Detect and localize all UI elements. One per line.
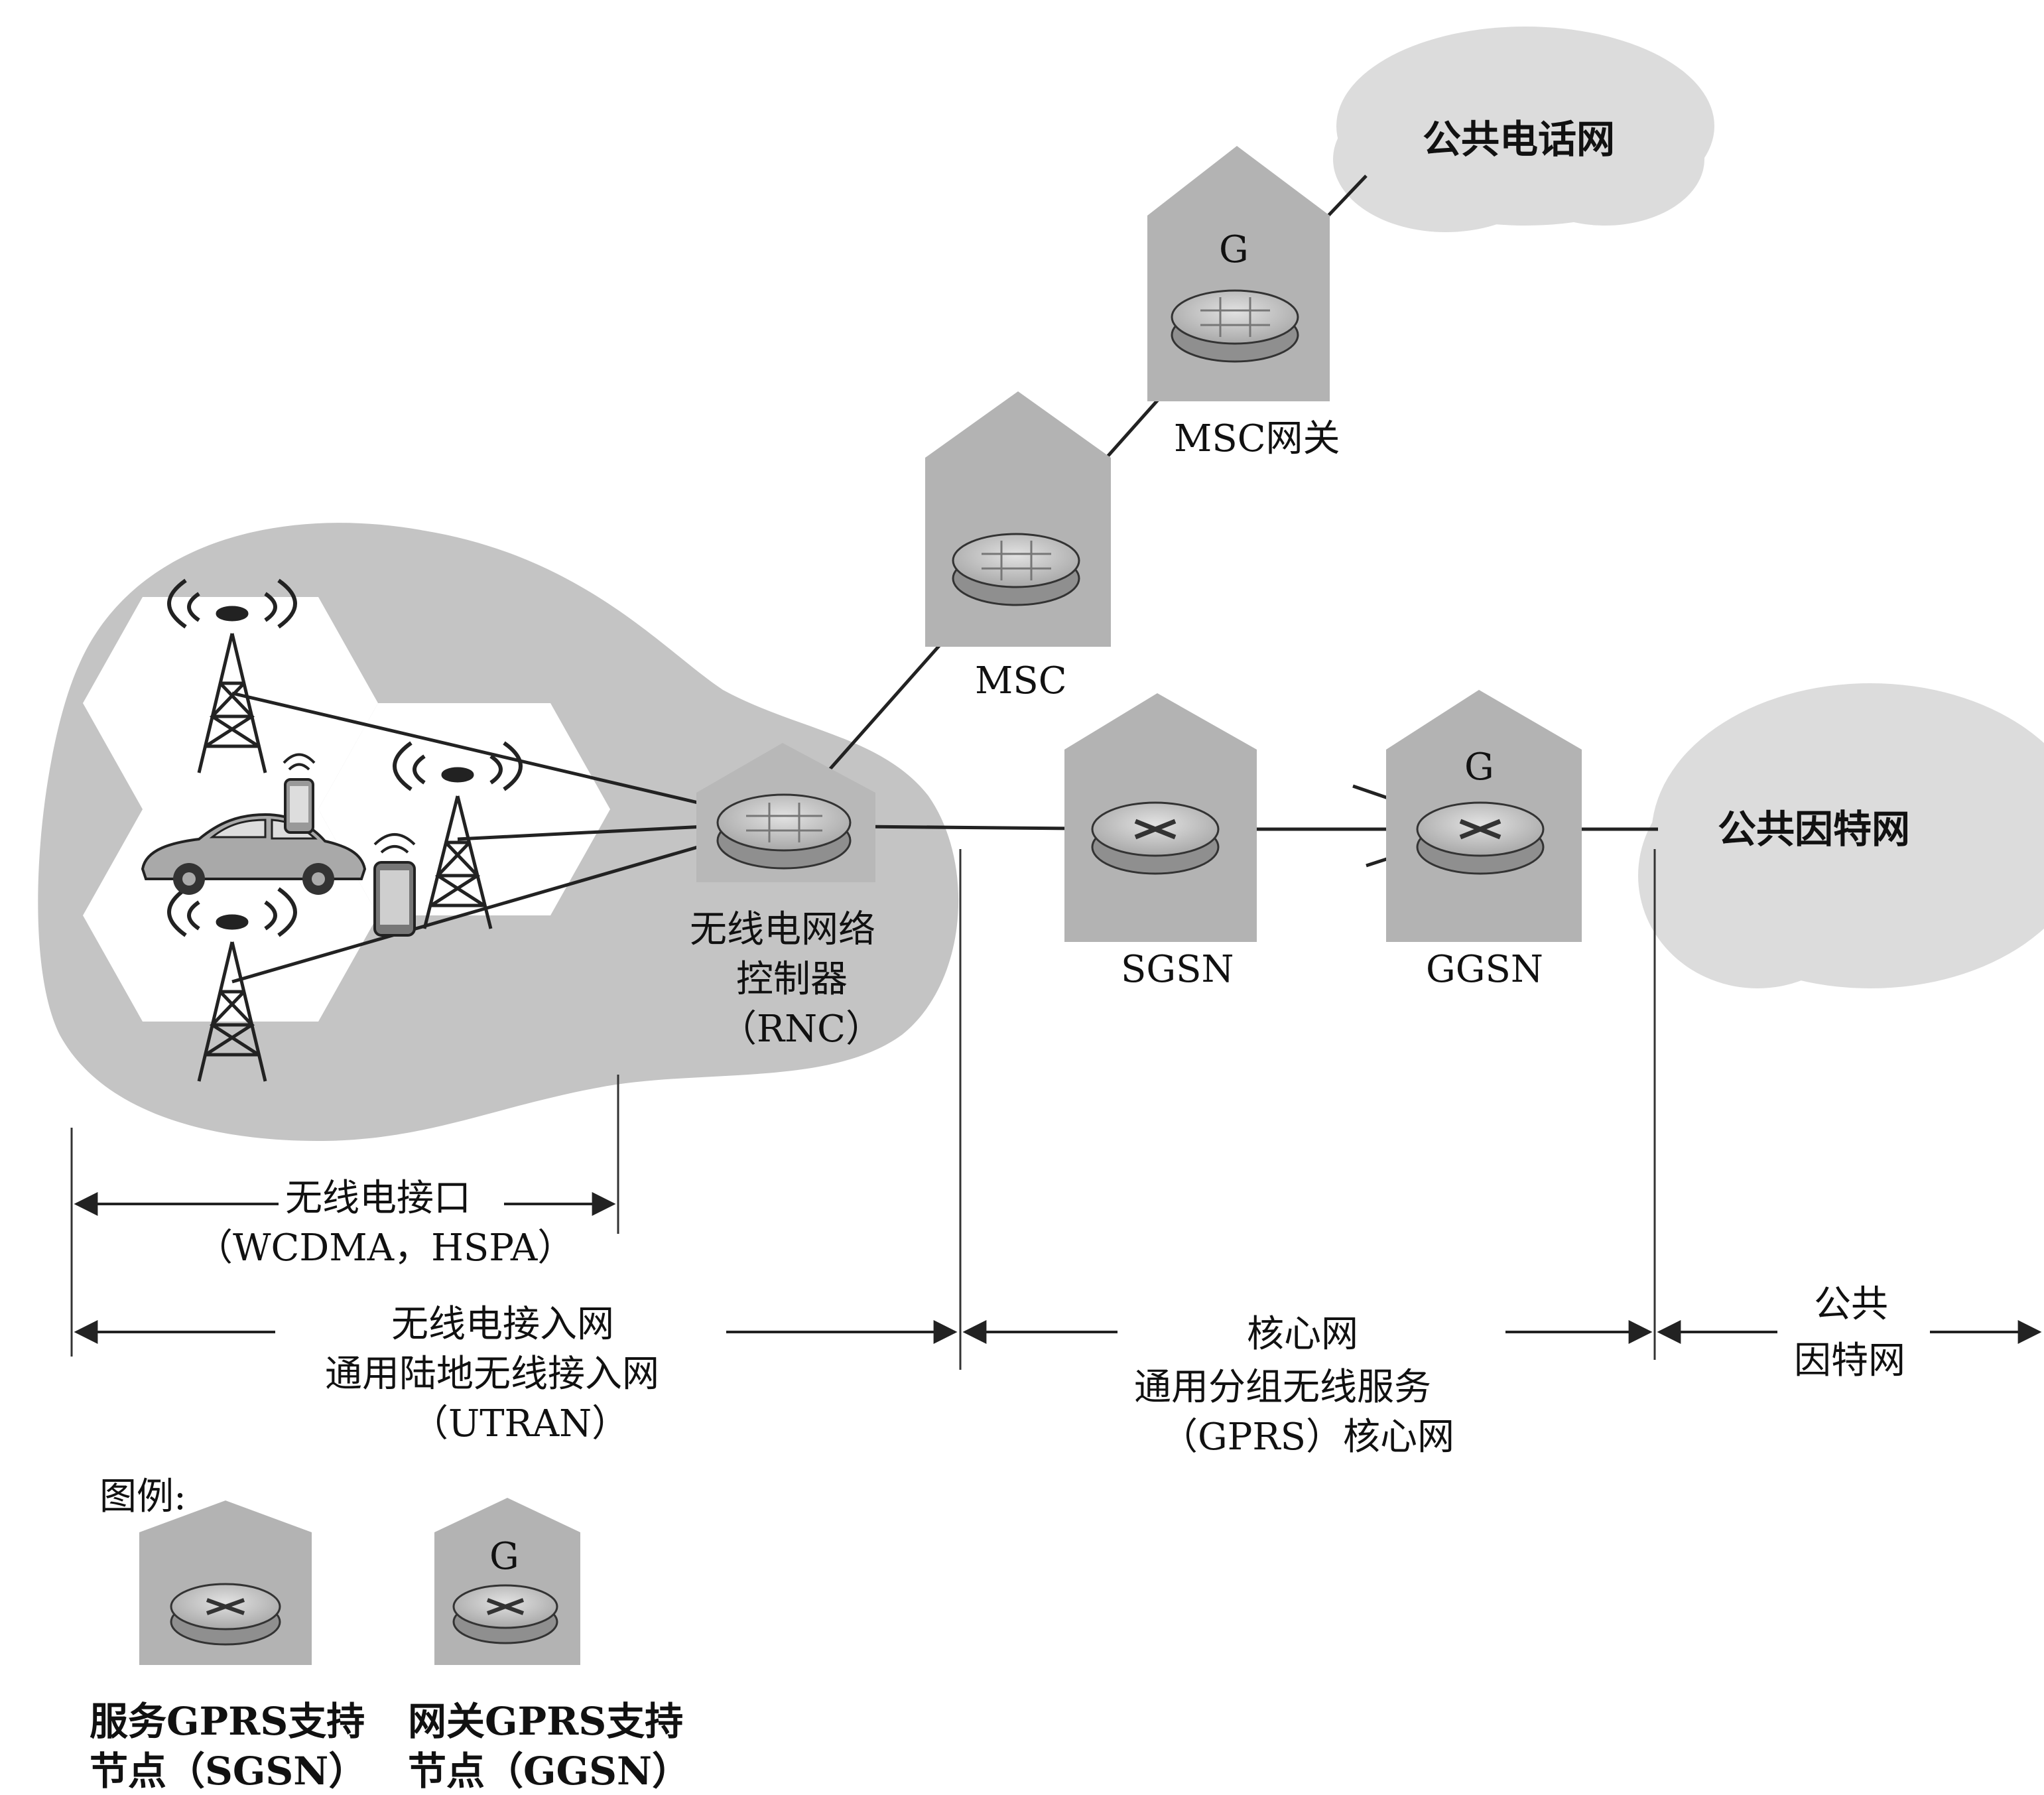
internet-label: 公共因特网 bbox=[1718, 807, 1910, 852]
link-tower3-rnc bbox=[231, 821, 783, 984]
ran-label-line1: 无线电接入网 bbox=[391, 1303, 614, 1346]
core-label-line3: （GPRS）核心网 bbox=[1161, 1416, 1454, 1459]
ggsn-mark: G bbox=[1464, 746, 1494, 789]
cell-tower-icon bbox=[167, 578, 297, 773]
ran-label-line2: 通用陆地无线接入网 bbox=[325, 1353, 659, 1396]
span-arrows bbox=[74, 1192, 2042, 1344]
msc-building bbox=[925, 391, 1111, 647]
rnc-label-line2: 控制器 bbox=[736, 958, 848, 1001]
msc-gateway-label: MSC网关 bbox=[1174, 417, 1340, 460]
ggsn-router bbox=[1416, 801, 1545, 875]
internet-cloud bbox=[1638, 683, 2044, 988]
sgsn-router bbox=[1091, 801, 1220, 875]
cell-tower-icon bbox=[167, 887, 297, 1082]
internet-span-label-line2: 因特网 bbox=[1794, 1339, 1905, 1382]
msc-gateway-router bbox=[1171, 289, 1299, 363]
legend-ggsn-line2: 节点（GGSN） bbox=[408, 1749, 690, 1794]
legend-sgsn-line1: 服务GPRS支持 bbox=[90, 1699, 365, 1744]
rnc-router bbox=[716, 793, 852, 870]
legend-ggsn-line1: 网关GPRS支持 bbox=[408, 1699, 683, 1744]
core-label-line1: 核心网 bbox=[1247, 1313, 1358, 1356]
legend-sgsn-building bbox=[139, 1500, 312, 1665]
sgsn-label: SGSN bbox=[1121, 948, 1234, 991]
rnc-label-line3: （RNC） bbox=[720, 1008, 883, 1051]
divider-lines bbox=[70, 849, 1656, 1370]
legend-ggsn-mark: G bbox=[489, 1535, 519, 1578]
pstn-cloud bbox=[1333, 27, 1714, 232]
legend-ggsn-building bbox=[434, 1498, 580, 1665]
internet-span-label-line1: 公共 bbox=[1814, 1283, 1888, 1326]
link-tower1-rnc bbox=[231, 691, 783, 825]
air-interface-label-line1: 无线电接口 bbox=[285, 1177, 471, 1220]
phone-icon bbox=[283, 753, 316, 834]
pstn-label: 公共电话网 bbox=[1423, 117, 1615, 162]
rnc-label-line1: 无线电网络 bbox=[690, 908, 875, 951]
msc-label: MSC bbox=[975, 659, 1067, 702]
msc-gateway-building bbox=[1147, 146, 1330, 401]
core-label-line2: 通用分组无线服务 bbox=[1134, 1366, 1431, 1409]
legend-title: 图例: bbox=[99, 1475, 186, 1518]
legend-sgsn-line2: 节点（SGSN） bbox=[90, 1749, 367, 1794]
cell-tower-icon bbox=[393, 741, 523, 929]
air-interface-label-line2: （WCDMA，HSPA） bbox=[196, 1227, 574, 1270]
msc-router bbox=[952, 533, 1080, 606]
ran-label-line3: （UTRAN） bbox=[411, 1402, 629, 1445]
smartphone-icon bbox=[373, 833, 416, 937]
cell-top bbox=[83, 597, 378, 809]
ggsn-label: GGSN bbox=[1426, 948, 1543, 991]
msc-gateway-mark: G bbox=[1219, 228, 1249, 271]
